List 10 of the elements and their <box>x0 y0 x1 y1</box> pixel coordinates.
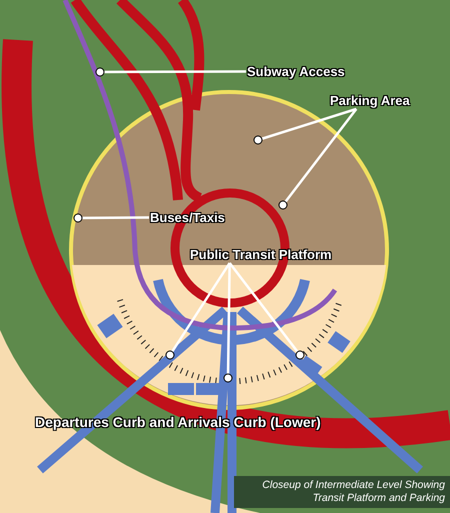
callout-label: Subway Access <box>247 64 345 79</box>
leader-line <box>166 262 231 360</box>
leader-line <box>74 214 149 222</box>
callout-label: Parking Area <box>330 93 410 108</box>
leader-line <box>254 108 357 144</box>
caption: Closeup of Intermediate Level Showing Transit Platform and Parking <box>234 476 450 508</box>
leader-line <box>228 262 304 360</box>
leader-line <box>278 108 358 210</box>
leader-line <box>96 68 246 76</box>
leader-line <box>224 262 232 382</box>
